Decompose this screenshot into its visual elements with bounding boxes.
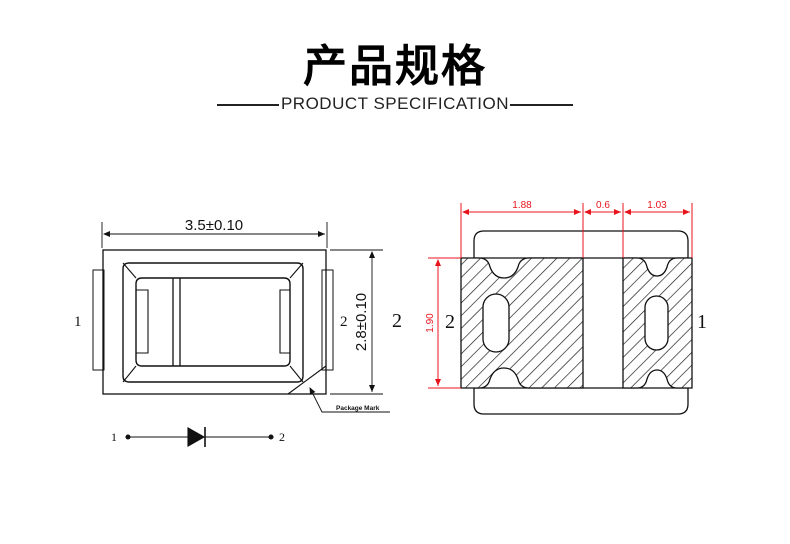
height-dimension-label: 2.8±0.10 [353, 293, 370, 351]
subtitle-divider-right [510, 104, 573, 106]
right-pin-2-label: 2 [445, 311, 455, 333]
dim-right-pad-label: 1.03 [647, 200, 667, 211]
left-pin-2-inner-label: 2 [340, 314, 348, 330]
right-pin-1-label: 1 [697, 311, 707, 333]
dim-gap-label: 0.6 [596, 200, 610, 211]
led-footprint-view [460, 230, 693, 415]
page-title: 产品规格 [303, 41, 487, 92]
package-mark-label: Package Mark [336, 405, 380, 412]
left-pin-1-label: 1 [74, 314, 82, 330]
symbol-pin-1-label: 1 [111, 430, 117, 444]
footprint-dimensions [428, 203, 693, 389]
left-pin-2-outer-label: 2 [392, 310, 402, 332]
symbol-pin-2-label: 2 [279, 430, 285, 444]
dim-height-label: 1.90 [425, 313, 436, 333]
subtitle-divider-left [217, 104, 279, 106]
diode-symbol [125, 427, 274, 447]
width-dimension-label: 3.5±0.10 [185, 217, 243, 234]
page-subtitle: PRODUCT SPECIFICATION [280, 94, 510, 113]
led-top-view [92, 222, 390, 413]
subtitle-row: PRODUCT SPECIFICATION [0, 94, 790, 116]
dim-left-pad-label: 1.88 [512, 200, 532, 211]
